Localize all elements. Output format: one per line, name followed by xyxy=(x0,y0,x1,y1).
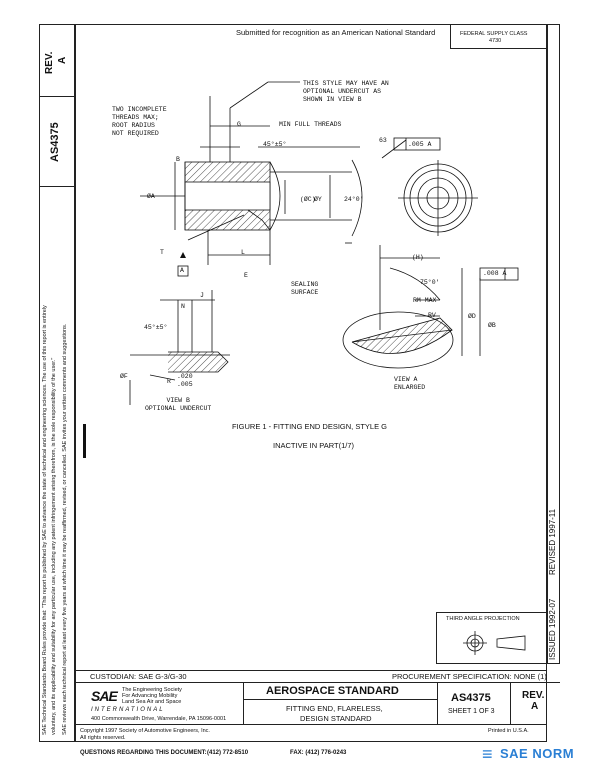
federal-value: 4730 xyxy=(489,38,502,44)
label-r-val2: .005 xyxy=(177,381,193,388)
label-y-dia: ØY xyxy=(314,196,322,203)
third-angle-box xyxy=(436,612,547,664)
style-note-line-2: OPTIONAL UNDERCUT AS xyxy=(303,88,382,95)
printed: Printed in U.S.A. xyxy=(488,728,529,734)
sealing-surface: SEALING SURFACE xyxy=(291,281,318,297)
label-chamfer-45b: 45°±5° xyxy=(144,324,168,331)
copyright: Copyright 1997 Society of Automotive Eng… xyxy=(80,728,210,734)
label-g: G xyxy=(237,121,241,128)
questions: QUESTIONS REGARDING THIS DOCUMENT: xyxy=(80,750,207,756)
revised-date: REVISED 1997-11 xyxy=(548,508,557,575)
federal-label: FEDERAL SUPPLY CLASS xyxy=(460,31,528,37)
view-a-line-2: ENLARGED xyxy=(394,384,426,391)
label-angle-24: 24°0' xyxy=(344,196,364,203)
sae-logo: SAE xyxy=(91,688,118,704)
figure-caption: FIGURE 1 - FITTING END DESIGN, STYLE G xyxy=(232,422,388,431)
label-min-full-threads: MIN FULL THREADS xyxy=(279,121,342,128)
label-b-dia: ØB xyxy=(488,322,496,329)
label-b: B xyxy=(176,156,180,163)
aero-rule xyxy=(243,699,437,700)
technical-drawing xyxy=(129,81,519,405)
label-f-dia: ØF xyxy=(120,373,128,380)
main-frame xyxy=(75,24,547,742)
watermark-text: SAE NORM xyxy=(500,746,575,761)
label-rv: RV xyxy=(428,312,436,319)
footer-rev-label: REV. xyxy=(522,690,545,701)
left-strip xyxy=(39,24,75,742)
threads-note-line-2: THREADS MAX; xyxy=(112,114,159,121)
threads-note-line-4: NOT REQUIRED xyxy=(112,130,159,137)
label-tol-008: .008 A xyxy=(483,270,507,277)
label-c-dia: (ØC) xyxy=(300,196,316,203)
label-h: (H) xyxy=(412,254,424,261)
third-angle-symbol xyxy=(463,631,526,655)
sealing-line-2: SURFACE xyxy=(291,289,319,296)
style-note-line-3: SHOWN IN VIEW B xyxy=(303,96,362,103)
left-rev-box xyxy=(39,24,75,97)
rights: All rights reserved. xyxy=(80,735,126,741)
change-bar xyxy=(83,424,86,458)
label-l: L xyxy=(241,249,245,256)
style-note-line-1: THIS STYLE MAY HAVE AN xyxy=(303,80,389,87)
label-rm-max: RM MAX xyxy=(413,297,437,304)
label-r-val: .020 xyxy=(177,373,193,380)
threads-note-line-3: ROOT RADIUS xyxy=(112,122,155,129)
left-rev-label: REV. xyxy=(44,51,55,74)
disclaimer-1: SAE Technical Standards Board Rules prov… xyxy=(42,305,48,735)
title-line-1: FITTING END, FLARELESS, xyxy=(286,704,383,713)
threads-note-line-1: TWO INCOMPLETE xyxy=(112,106,167,113)
footer-mid-rule xyxy=(75,682,560,683)
sae-line-3: Land Sea Air and Space xyxy=(122,699,182,705)
label-d-dia: ØD xyxy=(468,313,476,320)
sheet-number: SHEET 1 OF 3 xyxy=(448,708,495,715)
custodian: CUSTODIAN: SAE G-3/G-30 xyxy=(90,672,187,681)
federal-box xyxy=(450,24,548,49)
sae-taglines: The Engineering Society For Advancing Mo… xyxy=(122,687,182,705)
submitted-text: Submitted for recognition as an American… xyxy=(236,28,436,37)
view-b-label: VIEW B OPTIONAL UNDERCUT xyxy=(145,397,211,413)
label-t: T xyxy=(160,249,164,256)
footer-rev-value: A xyxy=(531,701,539,712)
sae-address: 400 Commonwealth Drive, Warrendale, PA 1… xyxy=(91,716,227,722)
procurement: PROCUREMENT SPECIFICATION: NONE (1) xyxy=(392,672,547,681)
sae-line-1: The Engineering Society xyxy=(122,687,182,693)
view-b-line-1: VIEW B xyxy=(166,397,190,404)
footer-doc-number: AS4375 xyxy=(451,692,491,704)
phone: (412) 772-8510 xyxy=(207,750,249,756)
label-tol-63: 63 xyxy=(379,137,387,144)
third-angle-label: THIRD ANGLE PROJECTION xyxy=(446,616,520,622)
footer-bottom-rule xyxy=(75,724,547,725)
label-datum-a: A xyxy=(180,267,184,274)
title-line-2: DESIGN STANDARD xyxy=(300,714,372,723)
label-e: E xyxy=(244,272,248,279)
label-a-dia: ØA xyxy=(147,193,155,200)
view-a-label: VIEW A ENLARGED xyxy=(394,376,425,392)
label-n: N xyxy=(181,303,185,310)
label-r: R xyxy=(167,378,171,385)
sealing-line-1: SEALING xyxy=(291,281,319,288)
view-a-line-1: VIEW A xyxy=(394,376,418,383)
watermark-mark: ≡ xyxy=(482,744,493,764)
footer-top-rule xyxy=(75,670,547,671)
fax: FAX: (412) 776-0243 xyxy=(290,750,347,756)
aero-standard: AEROSPACE STANDARD xyxy=(266,685,399,697)
issued-date: ISSUED 1992-07 xyxy=(548,598,557,660)
right-strip xyxy=(547,24,560,664)
label-tol-005: .005 A xyxy=(408,141,432,148)
sae-logo-box xyxy=(75,682,244,724)
sae-international: INTERNATIONAL xyxy=(91,707,165,713)
label-j: J xyxy=(200,292,204,299)
threads-note: TWO INCOMPLETE THREADS MAX; ROOT RADIUS … xyxy=(112,106,167,138)
docnum-box xyxy=(437,682,511,724)
view-b-line-2: OPTIONAL UNDERCUT xyxy=(145,405,212,412)
label-chamfer-45: 45°±5° xyxy=(263,141,287,148)
inactive-note: INACTIVE IN PART(1/7) xyxy=(273,441,354,450)
disclaimer-2: voluntary, and its applicability and sui… xyxy=(51,357,57,735)
left-rev-value: A xyxy=(57,56,68,64)
disclaimer-3: SAE reviews each technical report at lea… xyxy=(62,323,68,735)
sae-line-2: For Advancing Mobility xyxy=(122,693,178,699)
label-angle-75: 75°0' xyxy=(420,279,440,286)
left-docnum-box xyxy=(39,96,75,187)
style-note: THIS STYLE MAY HAVE AN OPTIONAL UNDERCUT… xyxy=(303,80,389,104)
